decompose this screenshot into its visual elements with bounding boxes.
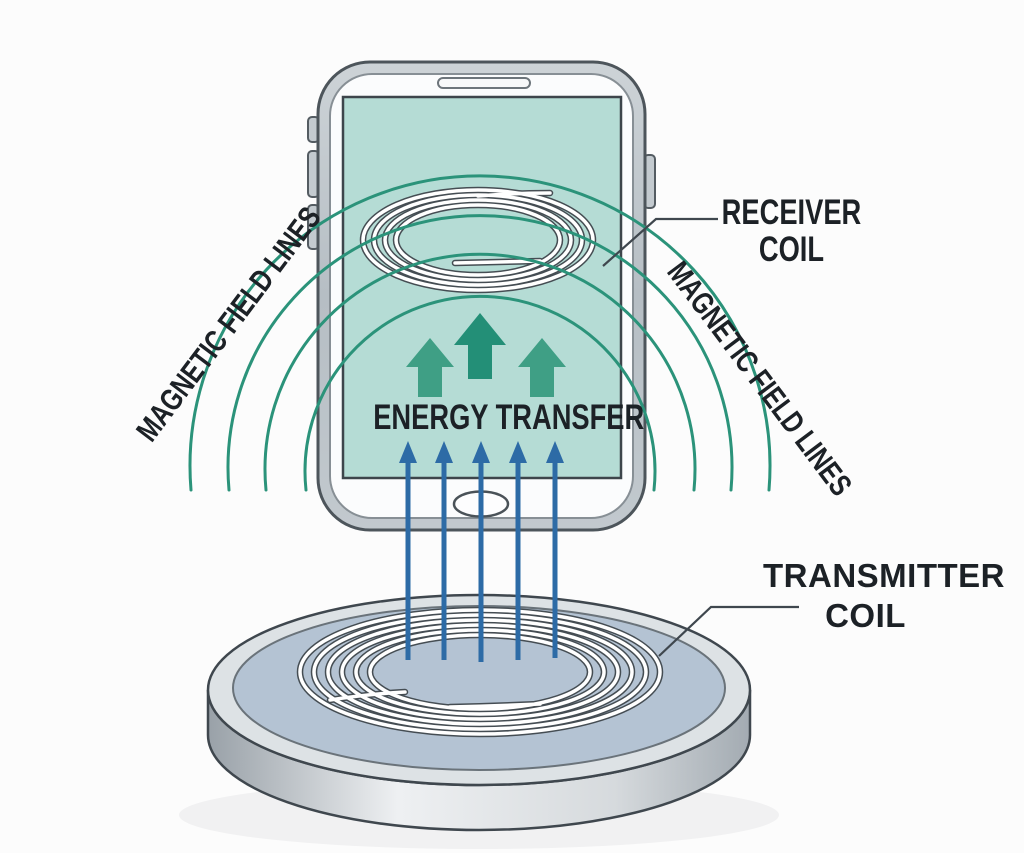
phone-speaker-slot [437, 77, 531, 89]
receiver-coil-label-line1: RECEIVER [721, 193, 862, 232]
flux-arrows [399, 441, 564, 662]
flux-arrow [399, 441, 417, 660]
energy-transfer-label: ENERGY TRANSFER [373, 398, 645, 437]
energy-arrow-left [406, 338, 454, 397]
pad-shadow [179, 781, 779, 849]
smartphone [307, 60, 656, 532]
pad-rim [206, 593, 752, 787]
phone-volume-up-button [307, 150, 320, 198]
pad-side [206, 689, 752, 832]
magnetic-field-arcs [188, 174, 772, 492]
flux-arrow [509, 441, 527, 660]
transmitter-coil-label: TRANSMITTER COIL [763, 556, 1004, 636]
transmitter-coil-label-line2: COIL [825, 597, 906, 634]
pad-top-surface [232, 605, 726, 771]
phone-power-button [643, 154, 656, 209]
energy-transfer-arrows [406, 313, 566, 397]
magnetic-field-lines-label-left: MAGNETIC FIELD LINES [129, 200, 328, 448]
transmitter-coil-label-line1: TRANSMITTER [763, 557, 1005, 594]
phone-home-button [452, 490, 510, 518]
flux-arrow [472, 441, 490, 662]
phone-bezel [329, 73, 634, 519]
phone-frame [316, 60, 647, 532]
flux-arrow [435, 441, 453, 660]
receiver-coil-label-line2: COIL [758, 230, 825, 269]
energy-arrow-center [454, 313, 506, 379]
receiver-coil-label: RECEIVER COIL [702, 194, 874, 268]
energy-arrow-right [518, 338, 566, 397]
receiver-coil [359, 186, 597, 294]
transmitter-coil [296, 606, 664, 738]
transmitter-pad [179, 593, 779, 849]
flux-arrow [546, 441, 564, 658]
phone-mute-switch [307, 116, 320, 143]
